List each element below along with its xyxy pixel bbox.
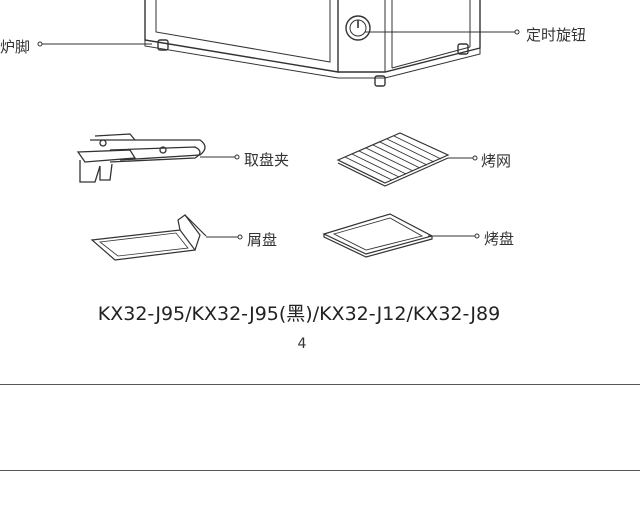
divider-top <box>0 384 640 385</box>
page-number: 4 <box>297 336 307 352</box>
grill-rack-drawing <box>336 132 450 187</box>
label-crumb-tray: 屑盘 <box>247 231 278 249</box>
baking-tray-drawing <box>322 213 434 258</box>
label-tray-handle: 取盘夹 <box>244 151 290 169</box>
crumb-tray-drawing <box>90 214 207 261</box>
oven-drawing <box>144 0 481 87</box>
model-caption: KX32-J95/KX32-J95(黑)/KX32-J12/KX32-J89 <box>97 303 501 325</box>
label-timer-knob: 定时旋钮 <box>526 26 587 44</box>
label-baking-tray: 烤盘 <box>484 230 515 248</box>
label-foot: 炉脚 <box>0 38 31 56</box>
leader-lines <box>37 29 520 240</box>
tray-handle-drawing <box>76 133 206 183</box>
label-grill-rack: 烤网 <box>481 152 512 170</box>
divider-bottom <box>0 470 640 471</box>
